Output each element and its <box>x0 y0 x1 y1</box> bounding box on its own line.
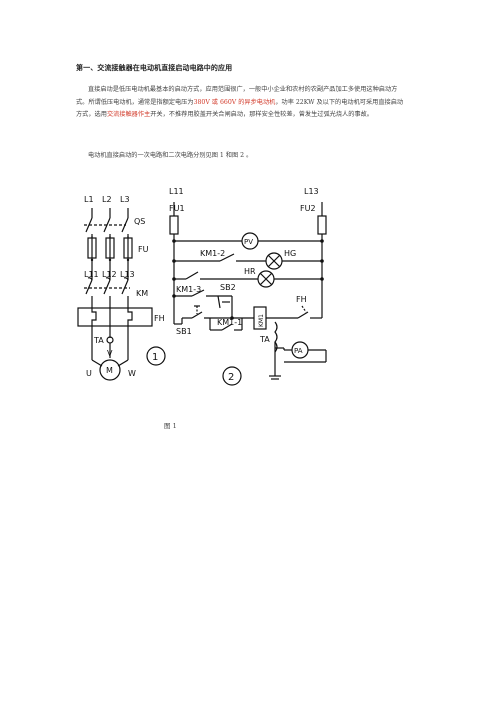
label-TA: TA <box>93 336 104 345</box>
label-SB2: SB2 <box>220 283 236 292</box>
paragraph-figure-ref: 电动机直接启动的一次电路和二次电路分别见图 1 和图 2 。 <box>88 152 253 159</box>
label-PA: PA <box>294 347 303 355</box>
section-heading: 第一、交流接触器在电动机直接启动电路中的应用 <box>76 63 233 72</box>
label-control-L13: L13 <box>304 187 319 196</box>
label-L11: L11 <box>84 270 99 279</box>
text-run: 开关，不推荐用胶盖开关合闸启动，那样安全性较差，曾发生过弧光烧人的事故。 <box>150 111 373 118</box>
label-control-FH: FH <box>296 295 307 304</box>
label-KM1-3: KM1-3 <box>176 285 201 294</box>
label-L3: L3 <box>120 195 130 204</box>
label-KM1-2: KM1-2 <box>200 249 225 258</box>
label-L1: L1 <box>84 195 94 204</box>
label-FU1: FU1 <box>169 204 185 213</box>
label-FU2: FU2 <box>300 204 316 213</box>
label-L2: L2 <box>102 195 112 204</box>
link-motor-voltage[interactable]: 380V 或 660V 的异步电动机 <box>193 98 276 106</box>
label-W: W <box>128 369 136 378</box>
text-run: ，功率 22KW 及以下的电动机可采用直接启动方式，选用 <box>76 98 404 119</box>
label-PV: PV <box>244 238 253 246</box>
label-SB1: SB1 <box>176 327 192 336</box>
label-KM1-1: KM1-1 <box>217 318 242 327</box>
figure-number-1: 1 <box>152 352 158 363</box>
label-QS: QS <box>134 217 145 226</box>
label-control-TA: TA <box>259 335 270 344</box>
label-HG: HG <box>284 249 296 258</box>
label-KM: KM <box>136 289 148 298</box>
label-FU: FU <box>138 245 149 254</box>
text-run: 直接启动是低压电动机最基本的启动方式，应用范围很广，一般中小企业和农村的农副产品… <box>76 86 398 106</box>
label-control-L11: L11 <box>169 187 184 196</box>
label-V: V <box>107 349 113 358</box>
paragraph-intro: 直接启动是低压电动机最基本的启动方式，应用范围很广，一般中小企业和农村的农副产品… <box>76 84 406 122</box>
label-HR: HR <box>244 267 256 276</box>
circuit-diagram: L1 L2 L3 QS FU L11 L12 L13 KM FH TA V M … <box>77 187 327 386</box>
figure-number-2: 2 <box>228 372 234 383</box>
label-U: U <box>86 369 92 378</box>
link-contactor[interactable]: 交流接触器作主 <box>106 111 151 118</box>
label-M: M <box>106 366 113 375</box>
label-L12: L12 <box>102 270 117 279</box>
label-KM1-coil: KM1 <box>258 314 265 327</box>
label-L13: L13 <box>120 270 135 279</box>
figure-caption: 图 1 <box>164 422 177 430</box>
label-FH: FH <box>154 314 165 323</box>
